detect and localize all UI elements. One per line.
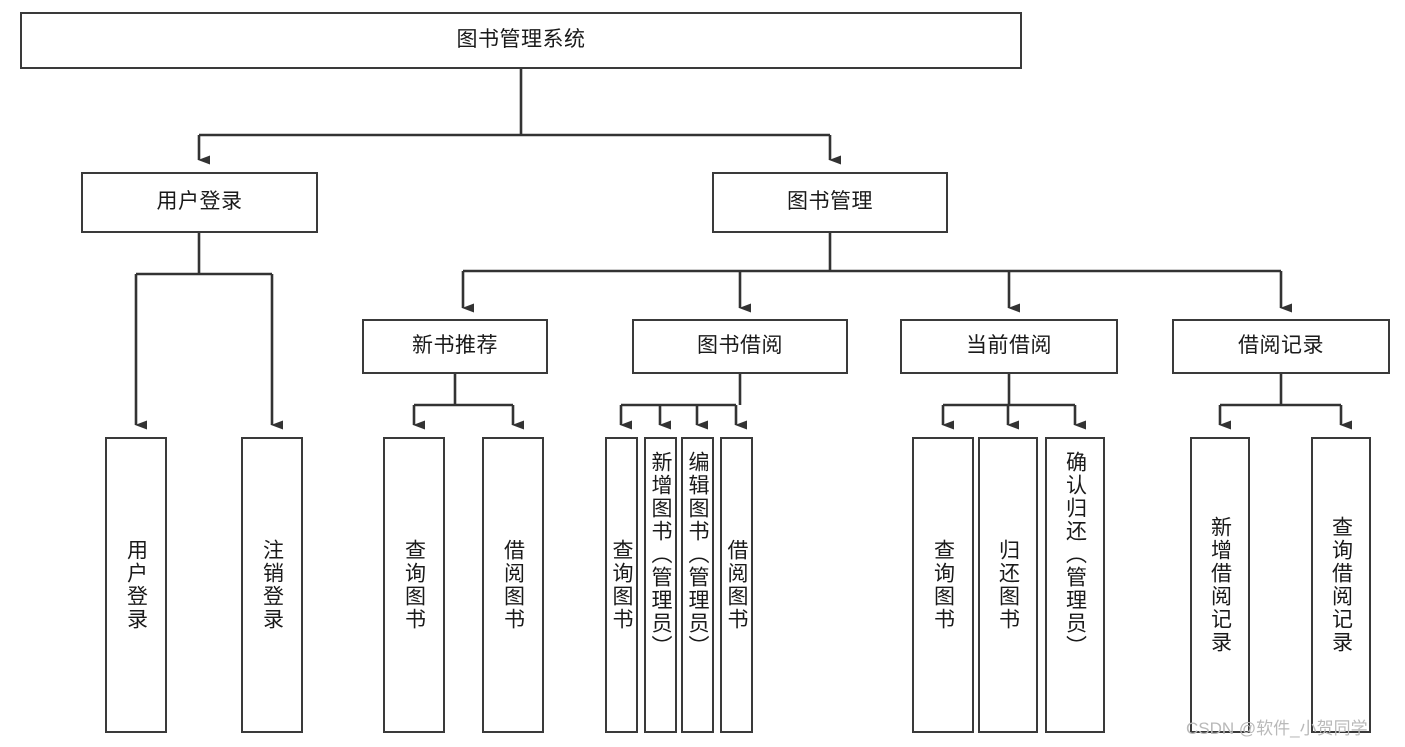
node-label: 归还图书 — [996, 539, 1020, 631]
leaf-book-borrow-borrow-book[interactable]: 借阅图书 — [720, 437, 753, 733]
node-label: 查询图书 — [402, 539, 426, 631]
leaf-new-book-borrow-book[interactable]: 借阅图书 — [482, 437, 544, 733]
node-label: 编辑图书（管理员） — [686, 451, 709, 658]
node-label: 图书管理 — [787, 190, 873, 214]
node-label: 图书借阅 — [697, 334, 783, 358]
leaf-book-borrow-add-book-admin[interactable]: 新增图书（管理员） — [644, 437, 677, 733]
leaf-borrow-record-add-record[interactable]: 新增借阅记录 — [1190, 437, 1250, 733]
leaf-current-borrow-query-book[interactable]: 查询图书 — [912, 437, 974, 733]
node-book-management[interactable]: 图书管理 — [712, 172, 948, 233]
leaf-borrow-record-query-record[interactable]: 查询借阅记录 — [1311, 437, 1371, 733]
node-new-book-recommend[interactable]: 新书推荐 — [362, 319, 548, 374]
node-label: 图书管理系统 — [456, 28, 586, 52]
node-label: 查询图书 — [610, 539, 633, 631]
node-label: 借阅图书 — [501, 539, 525, 631]
node-root-book-management-system[interactable]: 图书管理系统 — [20, 12, 1022, 69]
leaf-current-borrow-confirm-return-admin[interactable]: 确认归还（管理员） — [1045, 437, 1105, 733]
node-label: 确认归还（管理员） — [1063, 451, 1087, 658]
leaf-book-borrow-edit-book-admin[interactable]: 编辑图书（管理员） — [681, 437, 714, 733]
node-label: 用户登录 — [156, 190, 243, 214]
leaf-user-login-logout[interactable]: 注销登录 — [241, 437, 303, 733]
node-label: 查询借阅记录 — [1329, 516, 1353, 654]
node-label: 当前借阅 — [966, 334, 1052, 358]
node-label: 借阅记录 — [1238, 334, 1324, 358]
node-user-login[interactable]: 用户登录 — [81, 172, 318, 233]
leaf-current-borrow-return-book[interactable]: 归还图书 — [978, 437, 1038, 733]
node-label: 用户登录 — [124, 539, 148, 631]
node-book-borrow[interactable]: 图书借阅 — [632, 319, 848, 374]
leaf-user-login-login[interactable]: 用户登录 — [105, 437, 167, 733]
node-label: 注销登录 — [260, 539, 284, 631]
node-label: 新增借阅记录 — [1208, 516, 1232, 654]
csdn-watermark: CSDN @软件_小贺同学 — [1186, 719, 1368, 738]
leaf-new-book-query-book[interactable]: 查询图书 — [383, 437, 445, 733]
node-label: 借阅图书 — [725, 539, 748, 631]
node-borrow-record[interactable]: 借阅记录 — [1172, 319, 1390, 374]
leaf-book-borrow-query-book[interactable]: 查询图书 — [605, 437, 638, 733]
node-label: 查询图书 — [931, 539, 955, 631]
node-current-borrow[interactable]: 当前借阅 — [900, 319, 1118, 374]
node-label: 新增图书（管理员） — [649, 451, 672, 658]
node-label: 新书推荐 — [412, 334, 498, 358]
